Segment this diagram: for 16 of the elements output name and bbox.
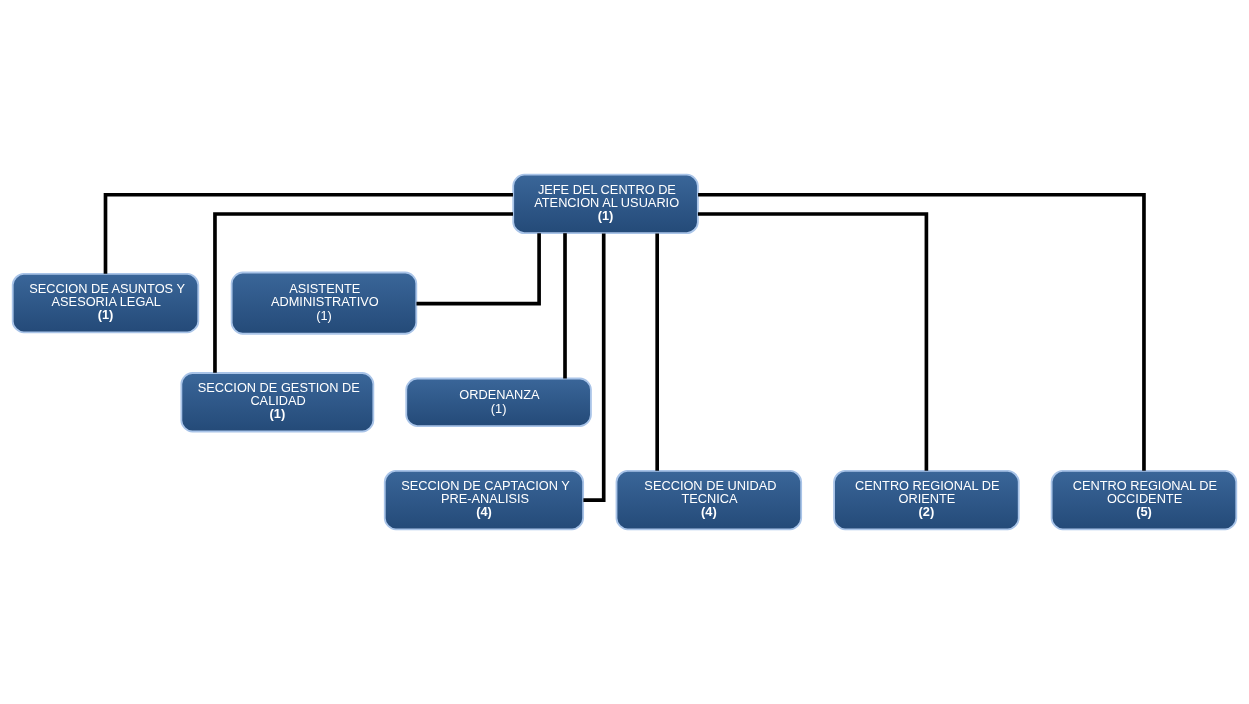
node-box: JEFE DEL CENTRO DE ATENCION AL USUARIO (1) <box>512 173 699 235</box>
node-box: SECCION DE GESTION DE CALIDAD (1) <box>180 372 375 433</box>
connector <box>416 233 541 306</box>
node-box: SECCION DE ASUNTOS Y ASESORIA LEGAL (1) <box>11 272 200 334</box>
node-box: SECCION DE CAPTACION Y PRE-ANALISIS (4) <box>383 469 585 531</box>
connector <box>103 192 513 274</box>
connector <box>655 233 659 471</box>
node-box: ORDENANZA (1) <box>405 377 592 427</box>
node-box: CENTRO REGIONAL DE ORIENTE (2) <box>833 469 1020 531</box>
connector <box>698 192 1146 471</box>
connector <box>213 212 513 373</box>
connector <box>697 212 929 471</box>
node-box: SECCION DE UNIDAD TECNICA (4) <box>615 469 803 531</box>
node-box: CENTRO REGIONAL DE OCCIDENTE (5) <box>1050 469 1238 531</box>
connector <box>563 233 567 379</box>
node-box: ASISTENTE ADMINISTRATIVO (1) <box>230 271 418 335</box>
